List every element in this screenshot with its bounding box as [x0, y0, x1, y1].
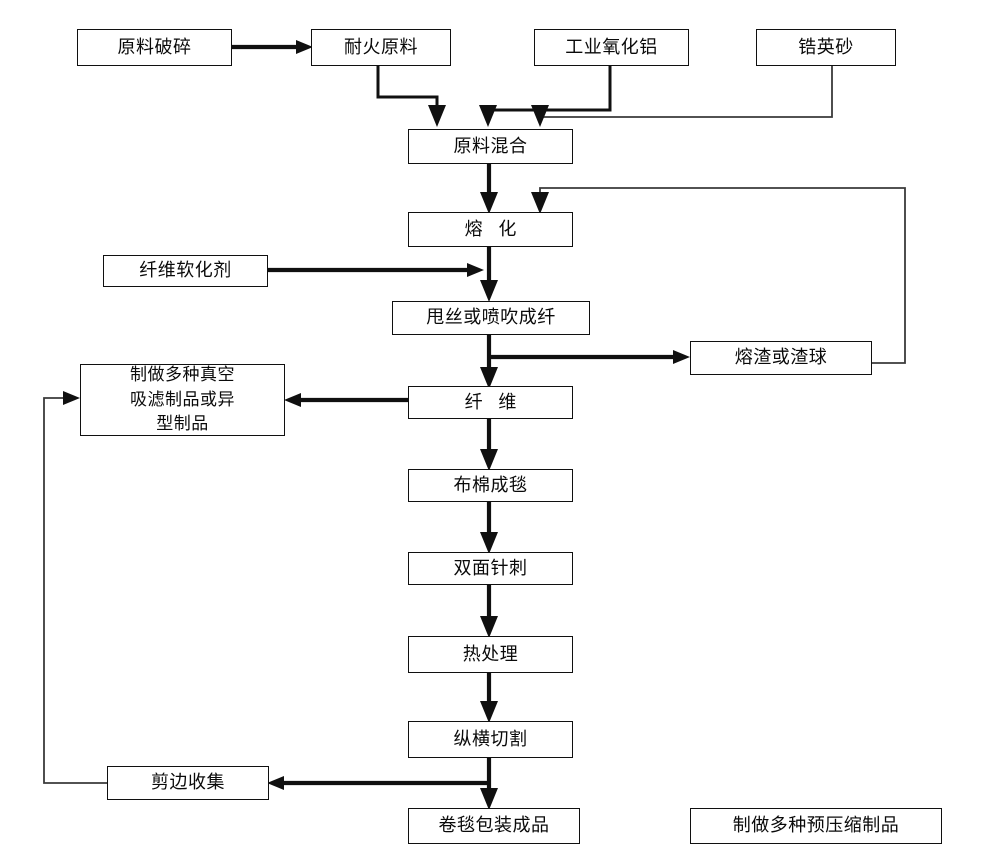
edge-cutting-to-trim-collect	[267, 776, 489, 790]
node-double-sided-needling[interactable]: 双面针刺	[408, 552, 573, 585]
node-refractory-raw-material[interactable]: 耐火原料	[311, 29, 451, 66]
edge-fiberize-to-slag	[489, 350, 690, 364]
node-zircon-sand[interactable]: 锆英砂	[756, 29, 896, 66]
node-fiber[interactable]: 纤 维	[408, 386, 573, 419]
node-raw-material-mixing[interactable]: 原料混合	[408, 129, 573, 164]
edge-fiberize-to-fiber	[480, 333, 498, 389]
edge-zircon-to-mix	[531, 63, 833, 127]
node-industrial-alumina[interactable]: 工业氧化铝	[534, 29, 689, 66]
edge-mix-to-melt	[480, 162, 498, 214]
node-melting[interactable]: 熔 化	[408, 212, 573, 247]
node-precompressed-products[interactable]: 制做多种预压缩制品	[690, 808, 942, 844]
edge-matting-to-needling	[480, 500, 498, 554]
edge-heat-treatment-to-cutting	[480, 671, 498, 723]
edge-alumina-to-mix	[479, 63, 612, 127]
edge-raw-crush-to-refractory	[231, 40, 313, 54]
node-rolled-blanket-packaging[interactable]: 卷毯包装成品	[408, 808, 580, 844]
edge-softener-to-fiberize	[268, 263, 484, 277]
node-trim-edge-collection[interactable]: 剪边收集	[107, 766, 269, 800]
edge-fiber-to-vacuum-products	[284, 393, 408, 407]
node-heat-treatment[interactable]: 热处理	[408, 636, 573, 673]
edge-slag-recycle-to-melt	[531, 187, 906, 364]
edge-trim-collect-recycle-to-vacuum-products	[43, 391, 107, 784]
edge-needling-to-heat-treatment	[480, 583, 498, 638]
node-slag-or-shot[interactable]: 熔渣或渣球	[690, 341, 872, 375]
node-spinning-or-blowing[interactable]: 甩丝或喷吹成纤	[392, 301, 590, 335]
edge-cutting-to-packaging	[480, 756, 498, 810]
node-longitudinal-transverse-cutting[interactable]: 纵横切割	[408, 721, 573, 758]
node-raw-material-crushing[interactable]: 原料破碎	[77, 29, 232, 66]
node-fiber-softening-agent[interactable]: 纤维软化剂	[103, 255, 268, 287]
node-vacuum-filtered-products[interactable]: 制做多种真空 吸滤制品或异 型制品	[80, 364, 285, 436]
edge-melt-to-fiberize	[480, 246, 498, 302]
node-cotton-laying-blanket[interactable]: 布棉成毯	[408, 469, 573, 502]
edge-refractory-to-mix	[376, 63, 446, 127]
edge-fiber-to-matting	[480, 417, 498, 471]
